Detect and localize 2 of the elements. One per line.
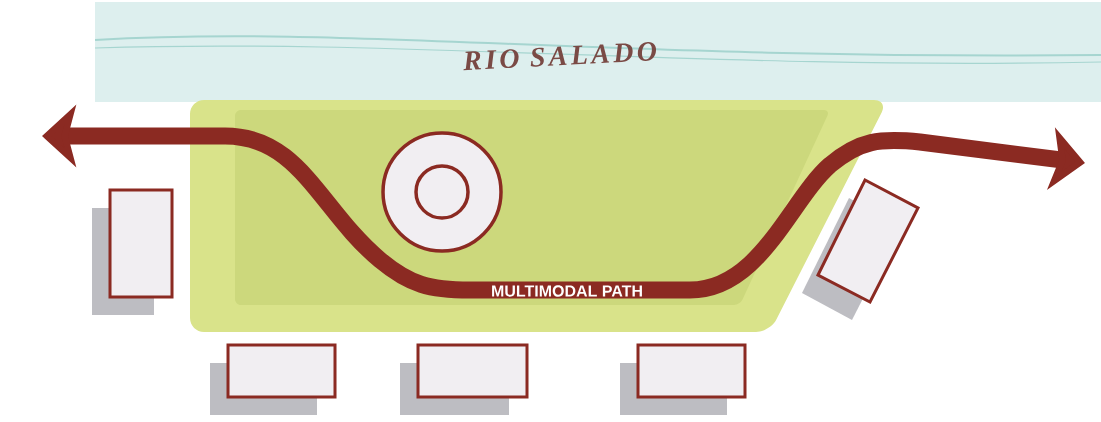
river-label: RIO SALADO — [463, 41, 657, 71]
path-label: MULTIMODAL PATH — [492, 285, 642, 297]
